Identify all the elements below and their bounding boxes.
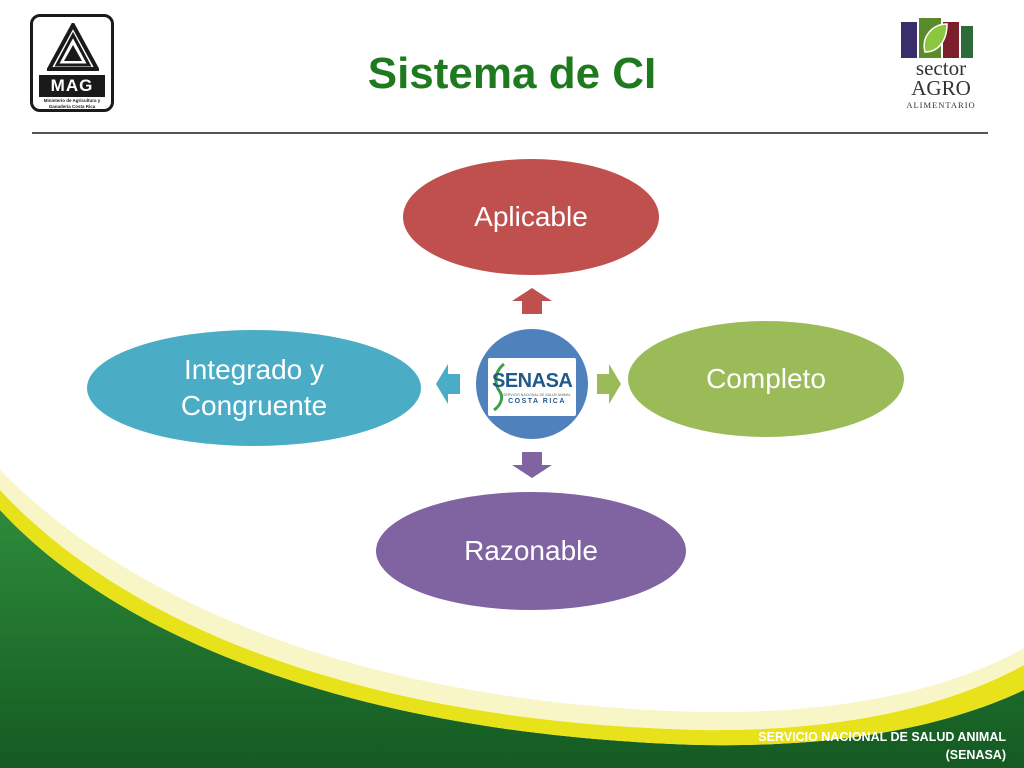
agro-leaf-icon bbox=[901, 18, 973, 58]
senasa-logo-country: COSTA RICA bbox=[508, 398, 566, 405]
footer-text: SERVICIO NACIONAL DE SALUD ANIMAL (SENAS… bbox=[706, 728, 1006, 764]
mag-triangle-icon bbox=[47, 23, 99, 71]
senasa-swoosh-icon bbox=[493, 362, 506, 412]
agro-logo-line2: AGRO bbox=[911, 76, 971, 100]
page-title: Sistema de CI bbox=[367, 49, 657, 98]
node-completo: Completo bbox=[628, 321, 904, 437]
node-completo-label: Completo bbox=[706, 363, 826, 394]
node-razonable: Razonable bbox=[376, 492, 686, 610]
node-aplicable: Aplicable bbox=[403, 159, 659, 275]
node-integrado-label-line1: Integrado y bbox=[183, 354, 325, 385]
arrow-right-icon bbox=[597, 364, 621, 404]
arrow-up-icon bbox=[512, 288, 552, 314]
mag-logo-text: MAG bbox=[39, 75, 105, 97]
node-razonable-label: Razonable bbox=[464, 535, 598, 566]
senasa-logo-small-text: SERVICIO NACIONAL DE SALUD ANIMAL bbox=[503, 393, 571, 397]
arrow-down-icon bbox=[512, 452, 552, 478]
node-integrado-label-line2: Congruente bbox=[180, 390, 328, 421]
senasa-logo: SENASA SERVICIO NACIONAL DE SALUD ANIMAL… bbox=[488, 358, 576, 416]
sector-agro-logo: sector AGRO ALIMENTARIO bbox=[895, 14, 985, 114]
footer-line1: SERVICIO NACIONAL DE SALUD ANIMAL bbox=[758, 730, 1006, 744]
mag-logo: MAG Ministerio de Agricultura y Ganaderí… bbox=[30, 14, 114, 112]
title-divider bbox=[32, 132, 988, 134]
agro-logo-line1: sector bbox=[915, 56, 967, 80]
agro-logo-line3: ALIMENTARIO bbox=[906, 100, 976, 110]
node-integrado-congruente: Integrado y Congruente bbox=[87, 330, 421, 446]
footer-line2: (SENASA) bbox=[945, 748, 1006, 762]
senasa-logo-text: SENASA bbox=[492, 370, 573, 392]
mag-logo-subtitle: Ministerio de Agricultura y Ganadería Co… bbox=[43, 98, 101, 109]
arrow-left-icon bbox=[436, 364, 460, 404]
node-aplicable-label: Aplicable bbox=[474, 201, 588, 232]
